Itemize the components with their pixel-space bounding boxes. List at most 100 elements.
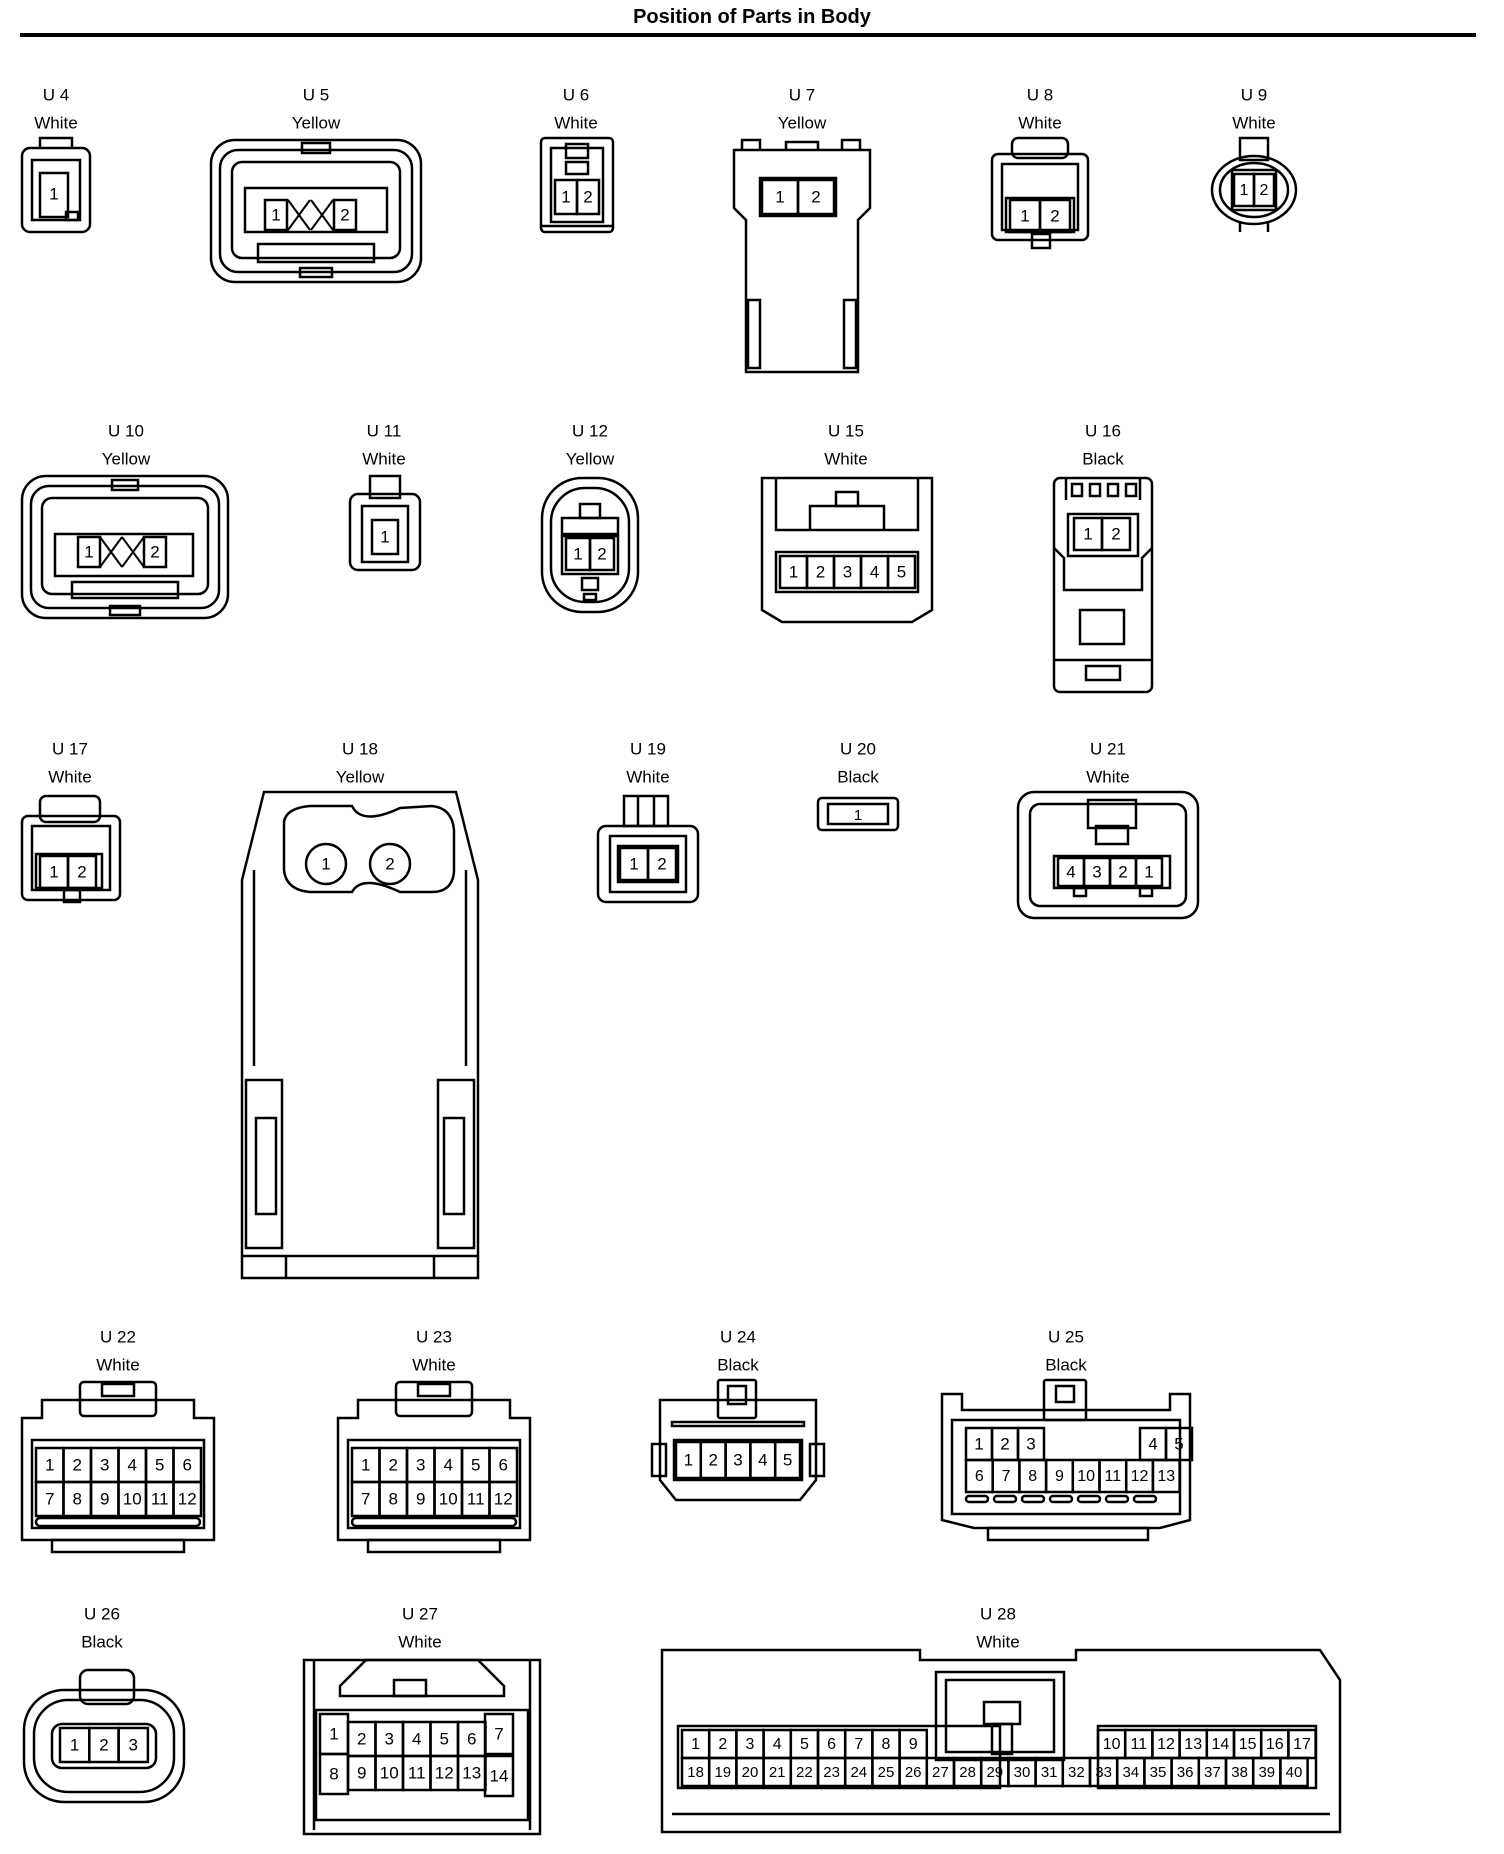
pin-label: 13 [462,1763,481,1782]
pin-label: 23 [823,1764,840,1781]
pin-label: 21 [769,1764,786,1781]
connector-id: U 20 [840,739,876,758]
lock-tab [578,502,602,520]
guide-rail [670,1420,806,1428]
lock-tab [366,1538,502,1554]
body-outline [1052,854,1172,890]
pin-label: 4 [1148,1434,1157,1453]
lock-tab [64,210,80,222]
pin-label: 2 [1118,862,1127,881]
body-outline [53,532,195,578]
connector-color: Yellow [102,449,151,468]
latch-outline [784,140,820,150]
lock-tab [1124,482,1138,498]
pin-label: 12 [1131,1468,1149,1485]
pin-label: 2 [99,1735,108,1754]
lock-tab [726,1384,748,1406]
pin-label: 16 [1266,1736,1284,1753]
connector-color: Yellow [566,449,615,468]
lock-tab [300,141,332,155]
connector-color: Black [837,767,879,786]
page-title: Position of Parts in Body [633,6,871,28]
latch-outline [30,1438,206,1530]
latch-outline [346,1438,522,1530]
pin-label: 11 [408,1763,426,1782]
pin-label: 2 [1000,1434,1009,1453]
pin-label: 5 [783,1450,792,1469]
pin-label: 2 [150,542,159,561]
blank-cavity-mark [310,199,334,231]
latch-outline [1086,798,1138,830]
connector-id: U 4 [43,85,69,104]
body-outline [540,476,640,614]
pin-cell [142,535,168,569]
pin-label: 3 [746,1736,755,1753]
pin-label: 7 [361,1489,370,1508]
lock-tab [392,1678,428,1698]
body-outline [990,152,1090,242]
pin-label: 2 [583,187,592,206]
pin-label: 7 [494,1724,503,1743]
body-outline [22,1688,186,1804]
connector-id: U 6 [563,85,589,104]
pin-label: 5 [800,1736,809,1753]
guide-rail [254,1116,278,1216]
pin-label: 1 [854,807,862,824]
pin-label: 2 [811,187,820,206]
body-outline [672,1438,804,1482]
pin-label: 25 [878,1764,895,1781]
guide-rail [442,1116,466,1216]
pin-cell [796,178,836,216]
body-outline [950,1418,1182,1516]
latch-outline [808,504,886,530]
body-outline [760,476,934,624]
body-outline [608,834,688,894]
title-rule [20,33,1476,37]
body-outline [758,176,838,218]
connector-id: U 27 [402,1604,438,1623]
guide-rail [350,1516,518,1528]
pin-label: 1 [380,527,389,546]
lock-tab [986,1526,1150,1542]
pin-cell [1100,516,1132,552]
pin-cell [117,1726,150,1764]
pin-label: 1 [321,854,330,873]
connector-color: White [412,1355,455,1374]
body-outline [1028,802,1188,908]
pin-cell [483,1712,515,1756]
pin-label: 13 [1157,1468,1175,1485]
body-outline [549,146,605,224]
pin-cell [76,535,102,569]
pin-label: 3 [416,1455,425,1474]
connector-color: White [398,1632,441,1651]
pin-label: 12 [1157,1736,1175,1753]
pin-label: 7 [1002,1468,1011,1485]
pin-label: 2 [816,562,825,581]
pin-cell [1252,172,1276,208]
connector-id: U 19 [630,739,666,758]
connector-id: U 11 [367,421,402,440]
lock-tab [100,1382,136,1398]
pin-label: 1 [789,562,798,581]
lock-tab [834,490,860,508]
connector-color: Black [81,1632,123,1651]
pin-cell [1151,1458,1181,1494]
pin-label: 4 [412,1729,421,1748]
connector-color: Black [717,1355,759,1374]
pin-label: 2 [357,1729,366,1748]
pin-label: 2 [1111,524,1120,543]
lock-tab [582,592,598,602]
pin-cavity [304,842,348,886]
pin-label: 10 [1103,1736,1121,1753]
pin-label: 1 [1240,182,1249,199]
pin-label: 3 [100,1455,109,1474]
pin-label: 1 [691,1736,700,1753]
body-outline [560,534,620,576]
connector-id: U 24 [720,1327,756,1346]
lock-tab [580,576,600,592]
body-outline [360,504,410,564]
